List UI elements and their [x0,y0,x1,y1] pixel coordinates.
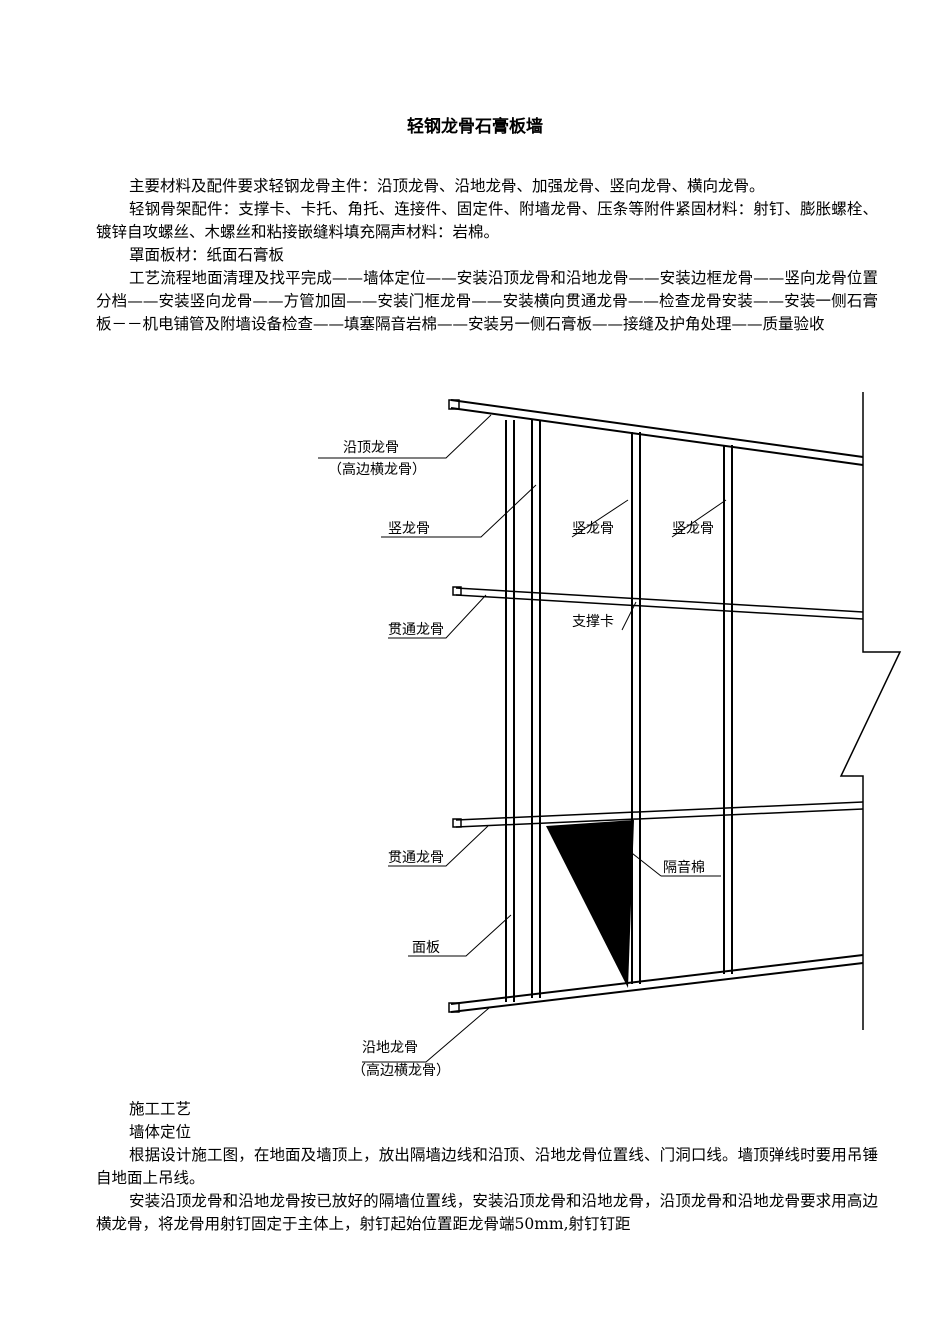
page-title: 轻钢龙骨石膏板墙 [407,117,543,137]
channel-upper [452,586,864,620]
paragraph-positioning: 根据设计施工图，在地面及墙顶上，放出隔墙边线和沿顶、沿地龙骨位置线、门洞口线。墙… [96,1146,878,1187]
label-bottom-track-sub: （高边横龙骨） [352,1062,450,1079]
label-insulation: 隔音棉 [663,859,705,876]
paragraph-panel-material: 罩面板材：纸面石膏板 [129,246,285,264]
stud-left [505,420,515,1002]
label-top-track-sub: （高边横龙骨） [328,461,426,478]
bottom-track [448,954,864,1013]
label-support-clip: 支撑卡 [572,614,614,630]
intro-section: 主要材料及配件要求轻钢龙骨主件：沿顶龙骨、沿地龙骨、加强龙骨、竖向龙骨、横向龙骨… [96,175,878,336]
label-panel: 面板 [412,940,440,956]
stud-left-2 [531,420,541,998]
top-track [448,399,864,466]
stud-right [723,445,733,974]
building-wall [839,392,902,1030]
label-stud-left: 竖龙骨 [388,521,430,537]
label-top-track: 沿顶龙骨 [343,440,399,456]
label-channel-upper: 贯通龙骨 [388,622,444,638]
label-stud-right: 竖龙骨 [672,521,714,537]
label-channel-lower: 贯通龙骨 [388,850,444,866]
label-bottom-track: 沿地龙骨 [362,1040,418,1056]
heading-positioning: 墙体定位 [129,1123,192,1141]
insulation-fill [546,820,634,988]
paragraph-process-flow: 工艺流程地面清理及找平完成——墙体定位——安装沿顶龙骨和沿地龙骨——安装边框龙骨… [96,269,878,333]
label-stud-mid: 竖龙骨 [572,521,614,537]
partition-wall-diagram: 沿顶龙骨 （高边横龙骨） 竖龙骨 竖龙骨 竖龙骨 贯通龙骨 支撑卡 贯通龙骨 隔… [318,392,902,1079]
paragraph-accessories: 轻钢骨架配件：支撑卡、卡托、角托、连接件、固定件、附墙龙骨、压条等附件紧固材料：… [96,200,878,241]
heading-construction: 施工工艺 [129,1100,192,1118]
paragraph-materials: 主要材料及配件要求轻钢龙骨主件：沿顶龙骨、沿地龙骨、加强龙骨、竖向龙骨、横向龙骨… [129,177,765,195]
paragraph-track-install: 安装沿顶龙骨和沿地龙骨按已放好的隔墙位置线，安装沿顶龙骨和沿地龙骨，沿顶龙骨和沿… [96,1192,878,1233]
channel-lower [452,801,864,828]
construction-section: 施工工艺 墙体定位 根据设计施工图，在地面及墙顶上，放出隔墙边线和沿顶、沿地龙骨… [96,1098,878,1236]
stud-mid [631,432,641,984]
